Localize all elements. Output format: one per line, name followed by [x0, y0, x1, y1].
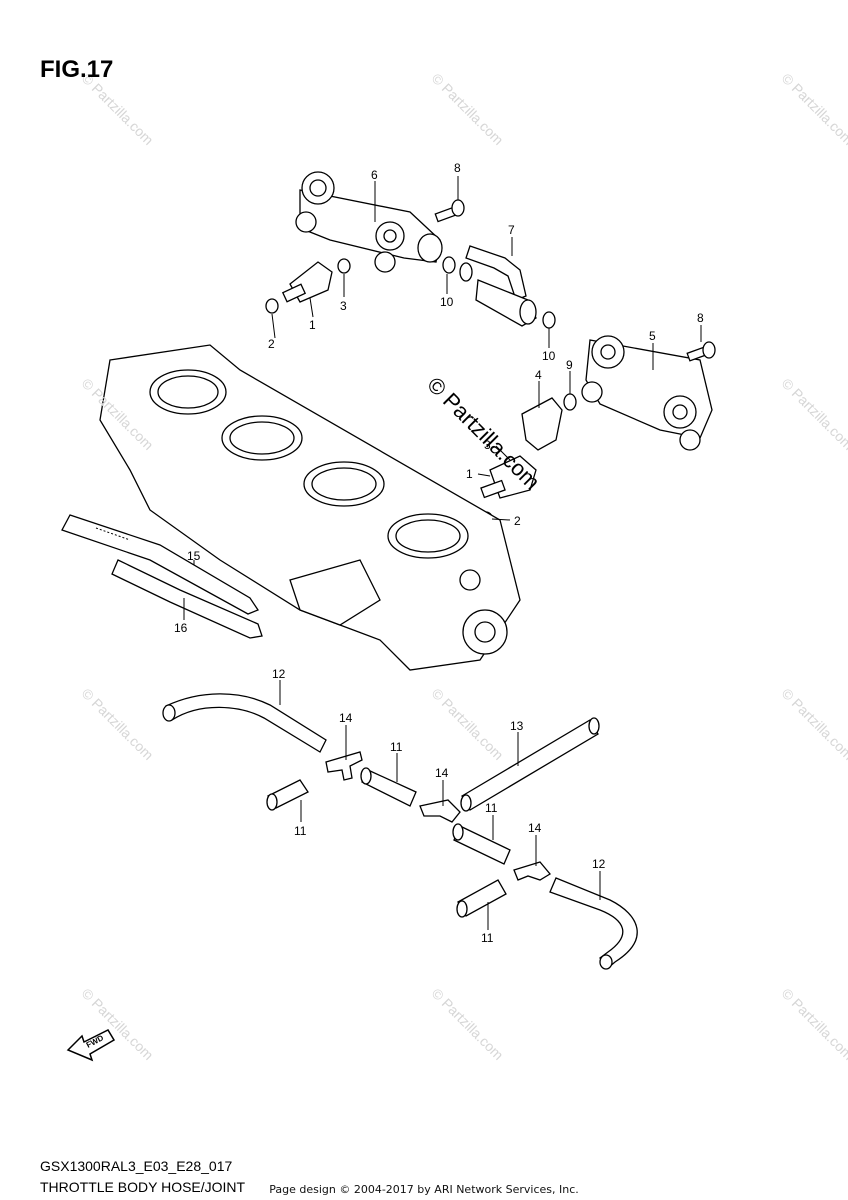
o-ring-9[interactable]: [563, 393, 577, 411]
callout-label: 2: [514, 514, 521, 528]
o-ring-10-left[interactable]: [442, 256, 456, 274]
hose-12-right[interactable]: [549, 877, 638, 970]
o-ring-10-far[interactable]: [542, 311, 556, 329]
callout-leader-lines: [183, 176, 702, 930]
callout-label: 7: [508, 223, 515, 237]
joint-14-left[interactable]: [325, 751, 363, 781]
callout-label: 11: [390, 740, 403, 754]
o-ring-3-upper[interactable]: [337, 258, 351, 274]
callout-label: 14: [528, 821, 542, 835]
fwd-arrow-icon: FWD: [66, 1029, 116, 1062]
o-ring-10-right-outer[interactable]: [459, 262, 473, 282]
hose-16[interactable]: [111, 559, 263, 639]
throttle-body-assembly[interactable]: [99, 344, 521, 671]
callout-label: 12: [592, 857, 606, 871]
hose-12-left[interactable]: [162, 693, 327, 753]
callout-label: 11: [294, 824, 307, 838]
section-title: THROTTLE BODY HOSE/JOINT: [40, 1179, 246, 1195]
joint-7[interactable]: [465, 245, 537, 327]
callout-label: 11: [485, 801, 498, 815]
callout-label: 9: [566, 358, 573, 372]
hose-11-c[interactable]: [452, 823, 511, 865]
hose-13[interactable]: [460, 717, 600, 812]
callout-label: 8: [697, 311, 704, 325]
callout-label: 11: [481, 931, 494, 945]
callout-label: 15: [187, 549, 201, 563]
hose-11-d[interactable]: [456, 879, 507, 918]
callout-label: 13: [510, 719, 524, 733]
joint-14-center[interactable]: [419, 799, 461, 823]
callout-label: 5: [649, 329, 656, 343]
hose-11-a[interactable]: [266, 779, 309, 811]
hose-11-b[interactable]: [360, 767, 417, 807]
footer-copyright: Page design © 2004-2017 by ARI Network S…: [269, 1183, 579, 1196]
bolt-8-right[interactable]: [686, 341, 716, 362]
callout-label: 16: [174, 621, 188, 635]
callout-label: 6: [371, 168, 378, 182]
callout-label: 1: [466, 467, 473, 481]
callout-label: 2: [268, 337, 275, 351]
callout-label: 3: [484, 438, 491, 452]
diagram-code: GSX1300RAL3_E03_E28_017: [40, 1158, 233, 1174]
figure-title: FIG.17: [40, 56, 114, 83]
joint-4[interactable]: [521, 397, 563, 451]
callout-label: 14: [339, 711, 353, 725]
callout-label: 8: [454, 161, 461, 175]
joint-14-right[interactable]: [513, 861, 551, 881]
bolt-8-upper[interactable]: [434, 199, 465, 223]
callout-label: 14: [435, 766, 449, 780]
seal-2-upper[interactable]: [265, 298, 279, 314]
fuel-delivery-pipe-5[interactable]: [581, 335, 713, 451]
callout-label: 12: [272, 667, 286, 681]
callout-labels: 1 2 3 6 8 7 10 10 5 8 9 4 3 1 2 15 16 12…: [174, 161, 704, 945]
callout-label: 3: [340, 299, 347, 313]
callout-label: 1: [309, 318, 316, 332]
callout-label: 4: [535, 368, 542, 382]
injector-1-lower[interactable]: [480, 455, 537, 499]
hose-15[interactable]: [61, 514, 259, 615]
injector-1-upper[interactable]: [281, 261, 333, 303]
callout-label: 10: [440, 295, 454, 309]
callout-label: 10: [542, 349, 556, 363]
fuel-delivery-pipe-6[interactable]: [295, 171, 443, 273]
